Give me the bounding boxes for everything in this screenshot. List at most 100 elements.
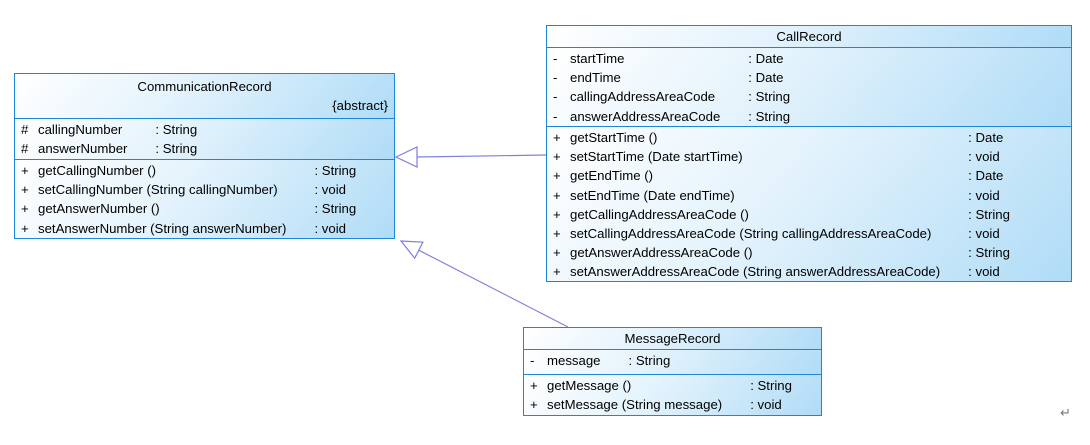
class-box-messagerecord[interactable]: MessageRecord - message : String + getMe…	[523, 327, 822, 416]
member-name: setStartTime (Date startTime)	[570, 149, 743, 165]
visibility-symbol: +	[21, 163, 29, 178]
attributes-compartment: # callingNumber : String # answerNumber …	[15, 118, 394, 159]
stereotype-label: {abstract}	[332, 98, 388, 113]
visibility-symbol: +	[553, 206, 561, 222]
member-type: : String	[968, 206, 1010, 222]
method-row[interactable]: + setMessage (String message) : void	[524, 395, 821, 414]
member-type: : void	[750, 397, 782, 413]
visibility-symbol: #	[21, 122, 29, 137]
member-type: : Date	[748, 70, 784, 86]
visibility-symbol: -	[553, 51, 558, 66]
visibility-symbol: +	[553, 226, 561, 242]
method-row[interactable]: + getCallingAddressAreaCode () : String	[547, 205, 1071, 224]
return-mark-icon: ↵	[1060, 405, 1071, 420]
class-box-communicationrecord[interactable]: CommunicationRecord {abstract} # calling…	[14, 73, 395, 239]
generalization-arrow-callrecord-to-communicationrecord[interactable]	[394, 146, 547, 168]
member-name: getCallingAddressAreaCode ()	[570, 206, 749, 222]
member-name: setAnswerNumber (String answerNumber)	[38, 220, 287, 236]
visibility-symbol: +	[21, 182, 29, 198]
class-name: CallRecord	[776, 29, 842, 44]
methods-compartment: + getStartTime () : Date + setStartTime …	[547, 126, 1071, 281]
visibility-symbol: +	[21, 201, 29, 217]
method-row[interactable]: + getCallingNumber () : String	[15, 161, 394, 180]
member-name: getMessage ()	[547, 378, 632, 393]
method-row[interactable]: + setAnswerNumber (String answerNumber) …	[15, 219, 394, 238]
attribute-row[interactable]: - startTime : Date	[547, 49, 1071, 68]
member-type: : String	[314, 163, 357, 178]
visibility-symbol: +	[553, 245, 561, 261]
attributes-compartment: - startTime : Date - endTime : Date - ca…	[547, 47, 1071, 126]
member-name: answerAddressAreaCode	[570, 108, 721, 124]
visibility-symbol: +	[530, 397, 538, 413]
class-name: MessageRecord	[624, 331, 721, 346]
attribute-row[interactable]: # answerNumber : String	[15, 139, 394, 158]
member-type: : Date	[968, 168, 1004, 184]
member-name: setCallingAddressAreaCode (String callin…	[570, 226, 932, 242]
visibility-symbol: -	[553, 70, 558, 86]
attribute-row[interactable]: - callingAddressAreaCode : String	[547, 87, 1071, 106]
member-name: endTime	[570, 70, 621, 86]
member-name: message	[547, 353, 601, 368]
member-name: startTime	[570, 51, 625, 66]
method-row[interactable]: + getStartTime () : Date	[547, 128, 1071, 147]
member-name: callingNumber	[38, 122, 123, 137]
method-row[interactable]: + setEndTime (Date endTime) : void	[547, 186, 1071, 205]
method-row[interactable]: + setCallingAddressAreaCode (String call…	[547, 224, 1071, 243]
method-row[interactable]: + setAnswerAddressAreaCode (String answe…	[547, 262, 1071, 281]
member-type: : String	[155, 122, 198, 137]
member-name: getEndTime ()	[570, 168, 654, 184]
visibility-symbol: +	[21, 220, 29, 236]
attribute-row[interactable]: - answerAddressAreaCode : String	[547, 107, 1071, 126]
attribute-row[interactable]: - endTime : Date	[547, 68, 1071, 87]
visibility-symbol: +	[553, 187, 561, 203]
member-type: : void	[314, 220, 346, 236]
visibility-symbol: +	[553, 149, 561, 165]
member-type: : Date	[968, 130, 1004, 145]
member-type: : String	[968, 245, 1010, 261]
visibility-symbol: +	[553, 264, 561, 280]
visibility-symbol: +	[553, 130, 561, 145]
class-box-callrecord[interactable]: CallRecord - startTime : Date - endTime …	[546, 25, 1072, 282]
member-type: : void	[968, 226, 1000, 242]
member-type: : void	[314, 182, 346, 198]
method-row[interactable]: + setStartTime (Date startTime) : void	[547, 147, 1071, 166]
member-type: : String	[748, 89, 791, 105]
method-row[interactable]: + getAnswerNumber () : String	[15, 199, 394, 218]
member-name: setEndTime (Date endTime)	[570, 187, 735, 203]
class-title-compartment[interactable]: CallRecord	[547, 26, 1071, 47]
member-name: answerNumber	[38, 141, 128, 157]
member-type: : String	[314, 201, 357, 217]
member-type: : String	[628, 353, 671, 368]
method-row[interactable]: + getAnswerAddressAreaCode () : String	[547, 243, 1071, 262]
method-row[interactable]: + getEndTime () : Date	[547, 166, 1071, 185]
member-name: getStartTime ()	[570, 130, 658, 145]
class-title-compartment[interactable]: CommunicationRecord {abstract}	[15, 74, 394, 118]
class-title-compartment[interactable]: MessageRecord	[524, 328, 821, 349]
member-name: getAnswerNumber ()	[38, 201, 160, 217]
member-type: : void	[968, 264, 1000, 280]
visibility-symbol: -	[553, 89, 558, 105]
member-type: : String	[748, 108, 791, 124]
visibility-symbol: +	[530, 378, 538, 393]
method-row[interactable]: + getMessage () : String	[524, 376, 821, 395]
member-name: setMessage (String message)	[547, 397, 723, 413]
attributes-compartment: - message : String	[524, 349, 821, 374]
class-name: CommunicationRecord	[137, 79, 272, 94]
method-row[interactable]: + setCallingNumber (String callingNumber…	[15, 180, 394, 199]
member-type: : void	[968, 187, 1000, 203]
member-name: getAnswerAddressAreaCode ()	[570, 245, 753, 261]
member-type: : String	[750, 378, 792, 393]
visibility-symbol: -	[530, 353, 535, 368]
member-type: : String	[155, 141, 198, 157]
methods-compartment: + getMessage () : String + setMessage (S…	[524, 374, 821, 415]
attribute-row[interactable]: # callingNumber : String	[15, 120, 394, 139]
generalization-arrow-messagerecord-to-communicationrecord[interactable]	[399, 240, 569, 328]
attribute-row[interactable]: - message : String	[524, 351, 821, 370]
member-type: : Date	[748, 51, 784, 66]
member-name: callingAddressAreaCode	[570, 89, 716, 105]
member-name: setCallingNumber (String callingNumber)	[38, 182, 278, 198]
visibility-symbol: -	[553, 108, 558, 124]
member-type: : void	[968, 149, 1000, 165]
visibility-symbol: +	[553, 168, 561, 184]
